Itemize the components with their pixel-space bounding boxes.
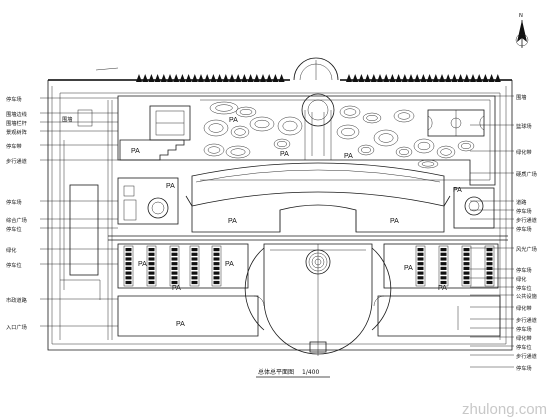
annotation: 停车带 — [6, 142, 22, 150]
annotation: 停车位 — [6, 261, 22, 269]
pa-label: PA — [280, 151, 289, 158]
gatehouse-left — [69, 184, 99, 276]
drawing-title-text: 总体总平面图 — [258, 368, 294, 376]
utility-box — [77, 109, 93, 127]
annotation: 停车场 — [516, 207, 532, 215]
annotation: 绿化带 — [516, 304, 532, 312]
tree-row-icon — [136, 74, 285, 82]
pa-label: PA — [404, 265, 413, 272]
parking-right — [383, 243, 499, 289]
north-arrow-icon: N — [515, 13, 529, 48]
annotation: 步行通道 — [516, 216, 537, 224]
fountain-icon — [305, 249, 331, 275]
annotation: 围墙 — [516, 93, 526, 101]
annotation: 停车场 — [516, 364, 532, 372]
north-gate — [293, 57, 339, 81]
annotation: 停车位 — [516, 343, 532, 351]
annotation: 景观树阵 — [6, 128, 27, 136]
pa-label: PA — [390, 218, 399, 225]
annotation: 硬质广场 — [516, 170, 537, 178]
north-garden — [117, 93, 496, 186]
drawing-title: 总体总平面图 1/400 — [256, 368, 330, 378]
annotation: 篮球场 — [516, 122, 532, 130]
pa-label: PA — [228, 218, 237, 225]
annotation: 步行通道 — [6, 157, 27, 165]
right-annotations: 围墙 篮球场 绿化带 硬质广场 道路 停车场 步行通道 停车场 风光广场 停车场… — [516, 93, 537, 372]
pa-label: PA — [176, 321, 185, 328]
annotation: 停车场 — [6, 95, 22, 103]
annotation: 道路 — [516, 198, 527, 206]
left-leaders — [40, 97, 118, 327]
annotation: 围墙边线 — [6, 110, 27, 118]
tennis-court — [149, 105, 191, 141]
pa-label: PA — [131, 148, 140, 155]
annotation: 绿化带 — [516, 148, 532, 156]
annotation: 风光广场 — [516, 245, 537, 253]
watermark: zhulong.com — [462, 401, 547, 418]
south-strip — [117, 295, 501, 337]
annotation: 绿化 — [516, 275, 526, 283]
annotation: 停车位 — [6, 225, 22, 233]
pa-label: PA — [344, 153, 353, 160]
annotation: 绿化 — [6, 246, 16, 254]
pa-label: PA — [166, 183, 175, 190]
svg-text:N: N — [519, 13, 523, 19]
main-building — [185, 162, 451, 233]
annotation: 围墙栏杆 — [6, 119, 27, 127]
annotation: 综合广场 — [6, 216, 27, 224]
pa-label: PA — [229, 117, 238, 124]
pa-label: PA — [138, 261, 147, 268]
parking-left — [117, 243, 249, 289]
annotation: 停车场 — [516, 325, 532, 333]
central-plaza — [244, 243, 392, 356]
annotation: 市政道路 — [6, 296, 28, 304]
annotation: 围墙 — [62, 115, 72, 123]
pa-label: PA — [453, 187, 462, 194]
tree-row-icon — [346, 74, 501, 82]
pa-label: PA — [172, 285, 181, 292]
annotation: 入口广场 — [6, 323, 27, 331]
annotation: 停车位 — [516, 284, 532, 292]
drawing-scale: 1/400 — [302, 369, 319, 376]
zone-labels: PA PA PA PA PA PA PA PA PA PA PA PA PA P… — [131, 117, 462, 328]
right-plaza — [453, 187, 495, 229]
pa-label: PA — [438, 285, 447, 292]
pa-label: PA — [225, 261, 234, 268]
stepped-structure — [119, 139, 185, 161]
internal-road — [107, 100, 508, 340]
basketball-court — [427, 109, 485, 137]
left-annotations: 停车场 围墙边线 围墙栏杆 景观树阵 停车带 步行通道 停车场 综合广场 停车位… — [6, 95, 72, 331]
annotation: 停车场 — [6, 198, 22, 206]
kiosk — [309, 341, 327, 353]
annotation: 停车场 — [516, 225, 532, 233]
annotation: 步行通道 — [516, 316, 537, 324]
annotation: 公共设施 — [516, 292, 537, 300]
annotation: 步行通道 — [516, 352, 537, 360]
right-leaders — [470, 95, 514, 368]
annotation: 停车场 — [516, 266, 532, 274]
annotation: 绿化带 — [516, 334, 532, 342]
